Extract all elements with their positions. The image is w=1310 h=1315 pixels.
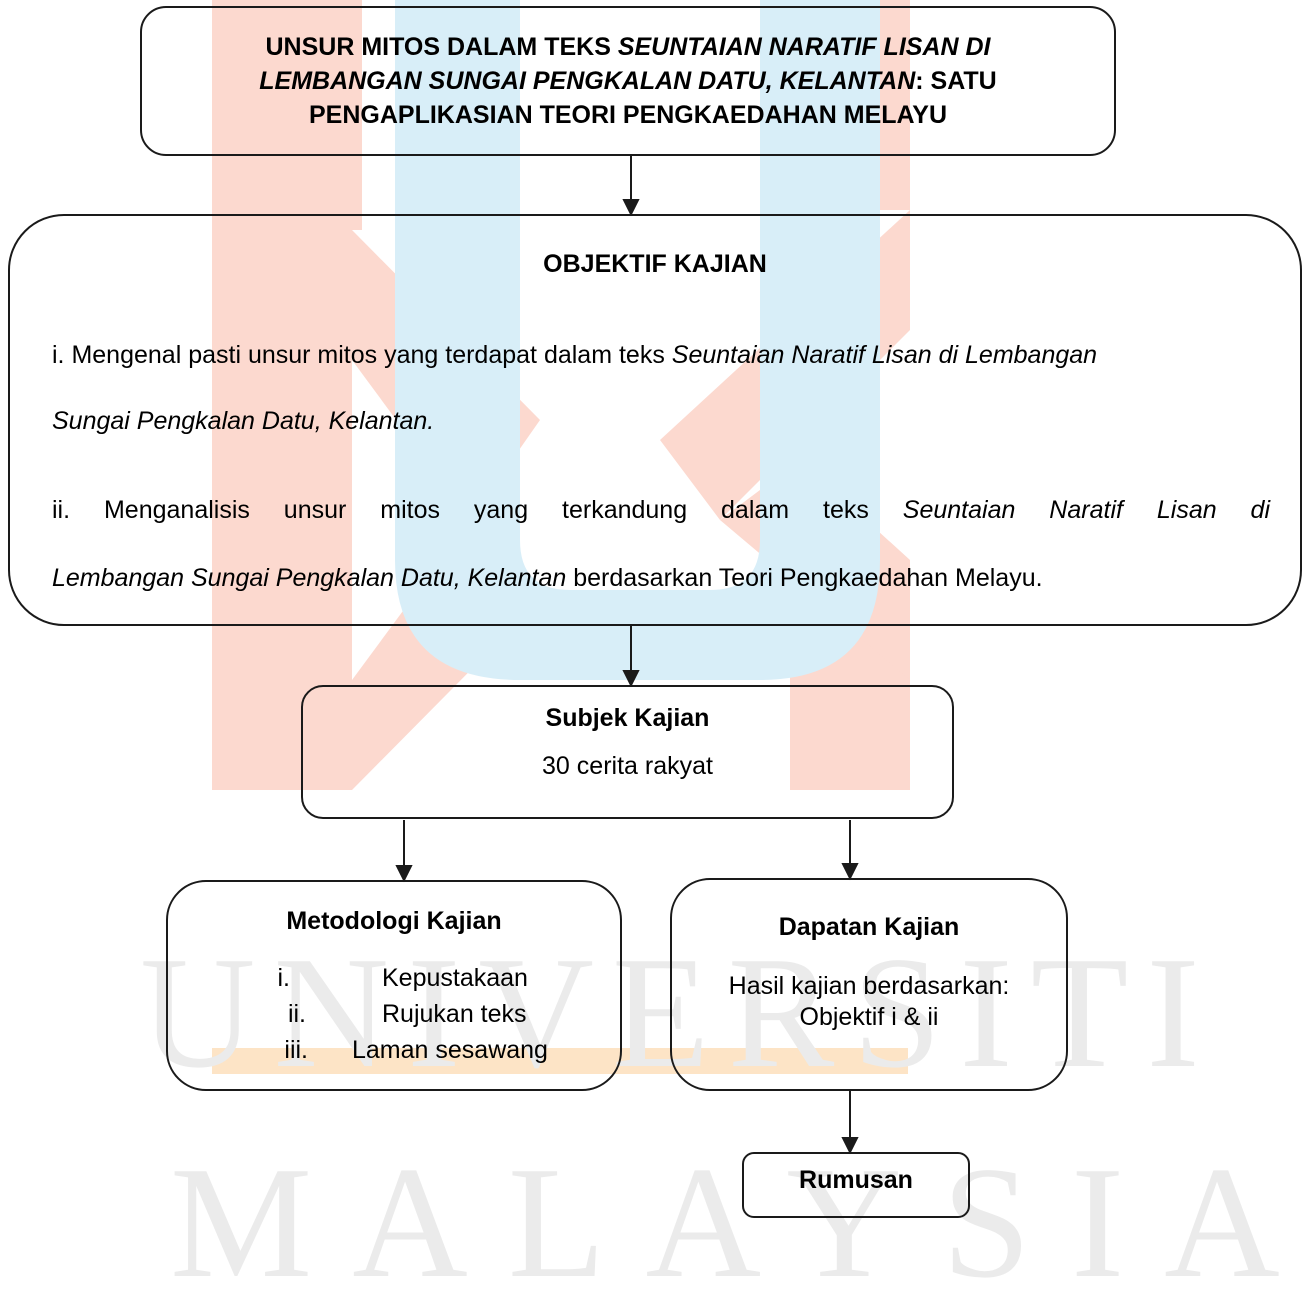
objektif-item-2-plain: ii. Menganalisis unsur mitos yang terkan…	[52, 496, 903, 524]
dapatan-line-1: Hasil kajian berdasarkan:	[728, 972, 1010, 1000]
metodologi-item-2-label: Rujukan teks	[382, 1000, 527, 1028]
objektif-item-1-plain: i. Mengenal pasti unsur mitos yang terda…	[52, 341, 672, 369]
objektif-item-2-line-2: Lembangan Sungai Pengkalan Datu, Kelanta…	[52, 563, 1270, 593]
objektif-item-1-italic: Seuntaian Naratif Lisan di Lembangan	[671, 341, 1098, 369]
metodologi-box: Metodologi Kajian i. Kepustakaan ii. Ruj…	[166, 880, 622, 1091]
objektif-item-2-italic: Seuntaian Naratif Lisan di	[902, 496, 1270, 524]
rumusan-box: Rumusan	[742, 1152, 970, 1218]
arrowhead-dapatan-to-rumusan	[841, 1137, 859, 1155]
objektif-item-1-line-1: i. Mengenal pasti unsur mitos yang terda…	[52, 340, 1270, 370]
connector-arrows	[395, 156, 859, 1155]
objektif-item-1-line-2: Sungai Pengkalan Datu, Kelantan.	[52, 406, 1270, 436]
subjek-box: Subjek Kajian 30 cerita rakyat	[301, 685, 954, 819]
arrowhead-subjek-to-dapatan	[841, 863, 859, 881]
title-part-1: UNSUR MITOS DALAM TEKS	[265, 33, 618, 61]
metodologi-item-3-label: Laman sesawang	[352, 1036, 548, 1064]
arrowhead-subjek-to-metodologi	[395, 865, 413, 883]
objektif-box: OBJEKTIF KAJIAN i. Mengenal pasti unsur …	[8, 214, 1302, 626]
title-box: UNSUR MITOS DALAM TEKS SEUNTAIAN NARATIF…	[140, 6, 1116, 156]
dapatan-box: Dapatan Kajian Hasil kajian berdasarkan:…	[670, 878, 1068, 1091]
arrowhead-title-to-objektif	[622, 199, 640, 217]
objektif-item-2-plain-2: berdasarkan Teori Pengkaedahan Melayu.	[566, 564, 1043, 592]
arrowhead-objektif-to-subjek	[622, 670, 640, 688]
objektif-item-2-line-1: ii. Menganalisis unsur mitos yang terkan…	[52, 495, 1270, 525]
metodologi-heading: Metodologi Kajian	[286, 907, 502, 935]
objektif-heading: OBJEKTIF KAJIAN	[543, 250, 767, 278]
subjek-heading: Subjek Kajian	[545, 704, 710, 732]
rumusan-label: Rumusan	[799, 1166, 913, 1194]
dapatan-line-2: Objektif i & ii	[799, 1003, 939, 1031]
metodologi-item-1-label: Kepustakaan	[382, 964, 528, 992]
subjek-body: 30 cerita rakyat	[542, 752, 713, 780]
objektif-item-1-italic-2: Sungai Pengkalan Datu, Kelantan.	[52, 407, 435, 435]
title-part-2-italic: SEUNTAIAN NARATIF LISAN DI LEMBANGAN SUN…	[259, 33, 991, 95]
title-part-3: : SATU PENGAPLIKASIAN TEORI PENGKAEDAHAN…	[308, 67, 997, 129]
objektif-item-2-italic-2: Lembangan Sungai Pengkalan Datu, Kelanta…	[52, 564, 567, 592]
dapatan-heading: Dapatan Kajian	[778, 913, 960, 941]
dapatan-body: Hasil kajian berdasarkan: Objektif i & i…	[672, 971, 1066, 1033]
title-text: UNSUR MITOS DALAM TEKS SEUNTAIAN NARATIF…	[142, 30, 1114, 132]
